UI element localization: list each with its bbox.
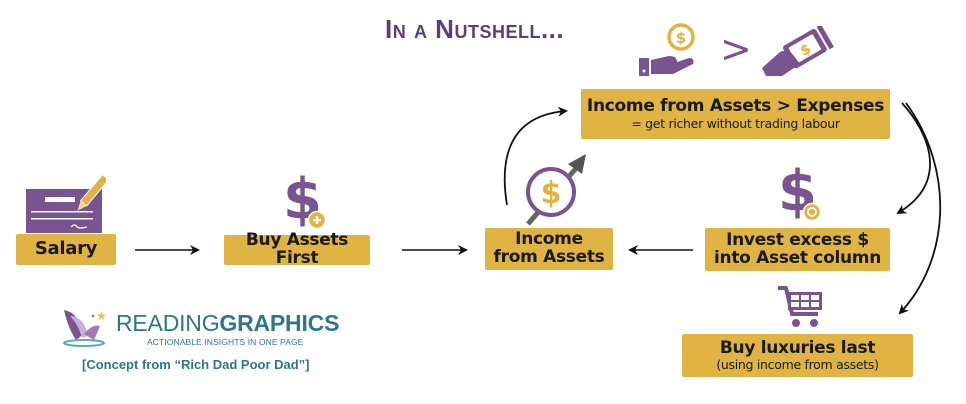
dollar-circle-growth-icon: $ [526,154,586,226]
arrow-income-to-goal [503,106,568,206]
buy-assets-box: Buy Assets First [224,230,370,268]
buy-luxuries-box: Buy luxuries last (using income from ass… [682,334,913,377]
readinggraphics-logo-icon: ★ [63,309,107,347]
invest-label-line1: Invest excess $ [726,229,869,250]
goal-sublabel: = get richer without trading labour [631,115,840,131]
income-gt-expenses-box: Income from Assets > Expenses = get rich… [581,89,890,139]
income-label-line1: Income [515,229,583,250]
brand-tagline: ACTIONABLE INSIGHTS IN ONE PAGE [147,337,304,347]
brand-logo-bold: GRAPHICS [219,310,340,336]
income-label-line2: from Assets [493,247,605,267]
dollar-cycle-icon: $ [778,160,822,224]
svg-text:$: $ [676,29,686,47]
income-from-assets-box: Income from Assets [485,228,613,270]
page-title: In a Nutshell... [385,14,565,44]
luxuries-sublabel: (using income from assets) [716,357,879,373]
greater-than-sign: > [720,27,752,71]
salary-box: Salary [16,234,116,265]
shopping-cart-icon [778,286,822,327]
concept-source: [Concept from “Rich Dad Poor Dad”] [82,357,310,372]
brand-logo-light: READING [116,310,220,336]
buy-assets-label: Buy Assets First [245,230,349,268]
arrow-goal-to-invest [896,102,931,215]
goal-label: Income from Assets > Expenses [586,96,885,117]
hand-cash-icon: $ [762,26,834,76]
brand-logo-text: READINGGRAPHICS [116,310,339,337]
salary-label: Salary [34,238,98,260]
svg-text:★: ★ [96,309,107,323]
hand-coin-icon: $ [639,23,695,76]
invest-excess-box: Invest excess $ into Asset column [705,228,890,271]
cheque-pen-icon [26,175,106,233]
svg-text:$: $ [541,176,562,211]
luxuries-label: Buy luxuries last [719,337,876,358]
dollar-plus-icon: $ [283,168,327,232]
arrow-goal-to-luxuries [898,102,942,315]
invest-label-line2: into Asset column [713,247,882,268]
